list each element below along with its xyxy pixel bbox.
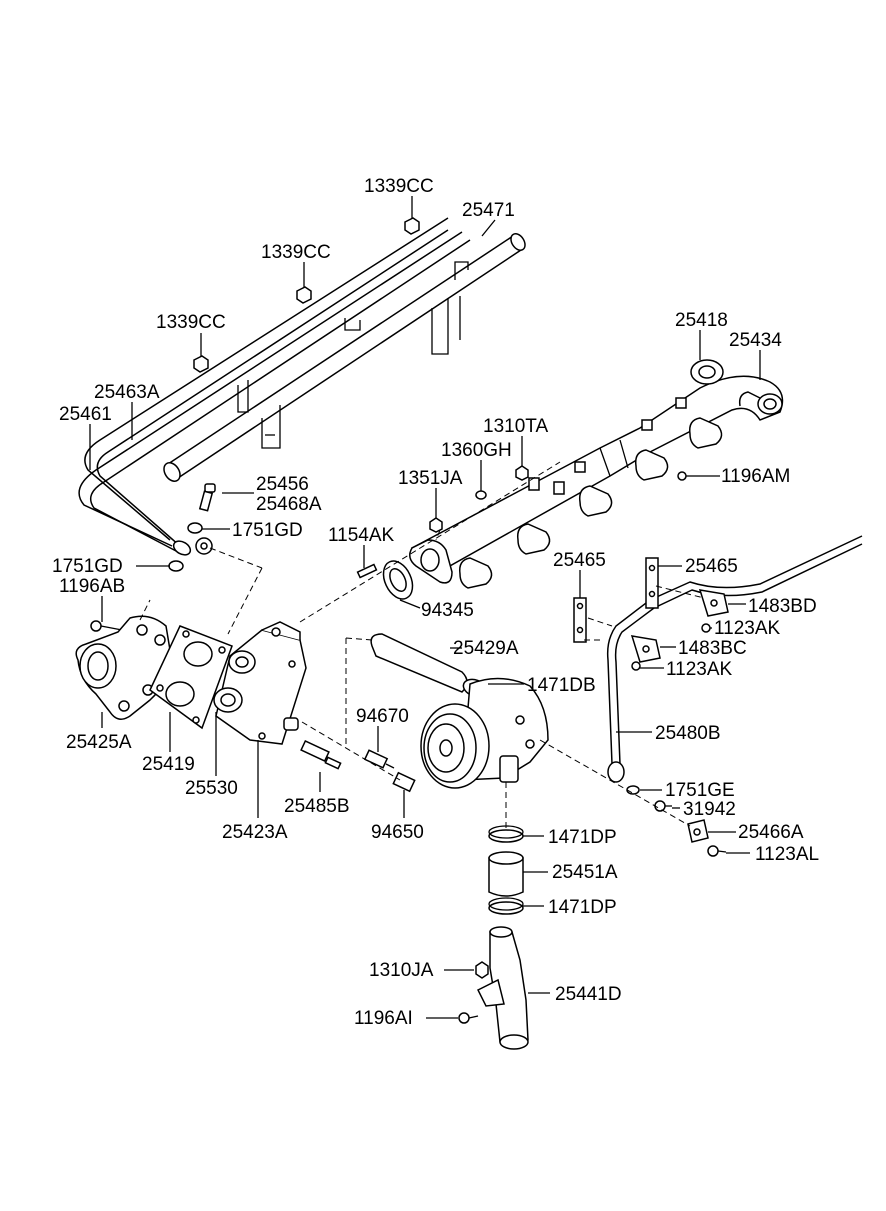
label-1310ta: 1310TA [483, 416, 548, 437]
part-labels: 1339CC 25471 1339CC 1339CC 25418 25434 2… [52, 176, 819, 1029]
bolt-1123al [707, 845, 727, 857]
bolt-1196am [677, 471, 700, 481]
label-94670: 94670 [356, 706, 409, 727]
nut-1351ja [429, 517, 443, 533]
label-25468a: 25468A [256, 494, 322, 515]
pin-1154ak [356, 563, 378, 579]
label-1471dp-b: 1471DP [548, 897, 617, 918]
label-31942: 31942 [683, 799, 736, 820]
label-1123ak-b: 1123AK [666, 659, 733, 680]
housing-25425a [75, 615, 171, 720]
label-25485b: 25485B [284, 796, 350, 817]
pipe-fitting-left [172, 537, 213, 556]
water-pump [420, 677, 549, 789]
bracket-25465-a [573, 597, 587, 643]
nut-1339cc-a [404, 217, 420, 235]
sensor-94650 [392, 771, 416, 793]
label-1483bc: 1483BC [678, 638, 747, 659]
washer-1360gh [475, 490, 487, 500]
label-1751gd-b: 1751GD [52, 556, 123, 577]
washer-1751ge [626, 785, 640, 795]
label-25465-b: 25465 [685, 556, 738, 577]
washer-1751gd-a [187, 522, 203, 534]
label-25429a: 25429A [453, 638, 519, 659]
pipe-25480b [606, 535, 863, 783]
label-1123al: 1123AL [755, 844, 819, 865]
label-25425a: 25425A [66, 732, 132, 753]
gasket-94345 [382, 560, 414, 600]
label-1154ak: 1154AK [328, 525, 395, 546]
label-25530: 25530 [185, 778, 238, 799]
label-25441d: 25441D [555, 984, 622, 1005]
label-25419: 25419 [142, 754, 195, 775]
sensor-94670 [363, 749, 395, 769]
label-1751gd-a: 1751GD [232, 520, 303, 541]
pipe-25441d [476, 926, 529, 1050]
bolt-1123ak-a [701, 623, 711, 633]
bolt-1123ak-b [631, 661, 641, 671]
nut-1339cc-b [296, 286, 312, 304]
label-1471dp-a: 1471DP [548, 827, 617, 848]
nut-1310ta [515, 465, 529, 481]
label-94650: 94650 [371, 822, 424, 843]
label-1196am: 1196AM [721, 466, 790, 487]
nut-1310ja [475, 961, 489, 979]
label-1471db: 1471DB [527, 675, 596, 696]
label-25423a: 25423A [222, 822, 288, 843]
bracket-25465-b [645, 557, 659, 609]
label-25434: 25434 [729, 330, 782, 351]
label-94345: 94345 [421, 600, 474, 621]
hose-25451a [488, 851, 524, 897]
label-1196ab: 1196AB [59, 576, 125, 597]
label-1123ak-a: 1123AK [714, 618, 781, 639]
label-1196ai: 1196AI [354, 1008, 413, 1029]
bolt-31942 [654, 800, 672, 812]
washer-1751gd-b [168, 560, 184, 572]
label-25463a: 25463A [94, 382, 160, 403]
leader-lines [89, 196, 761, 1019]
clamp-1471dp-b [488, 897, 524, 915]
clamp-1471dp-a [488, 825, 524, 843]
label-1310ja: 1310JA [369, 960, 434, 981]
pipe-25471 [163, 233, 526, 482]
label-1339cc-c: 1339CC [156, 312, 226, 333]
assembly-lines [139, 461, 705, 830]
label-25465-a: 25465 [553, 550, 606, 571]
label-25418: 25418 [675, 310, 728, 331]
label-1483bd: 1483BD [748, 596, 817, 617]
clip-1483bd [698, 589, 729, 617]
label-1339cc-a: 1339CC [364, 176, 434, 197]
label-25456: 25456 [256, 474, 309, 495]
bolt-1196ai [458, 1012, 479, 1024]
gasket-25419 [149, 625, 233, 730]
thermostat-body-25423a [213, 621, 307, 745]
label-25471: 25471 [462, 200, 515, 221]
label-25451a: 25451A [552, 862, 618, 883]
sensor-25485b [300, 739, 342, 770]
label-25466a: 25466A [738, 822, 804, 843]
label-25480b: 25480B [655, 723, 721, 744]
pipe-25463a [84, 217, 449, 547]
label-1351ja: 1351JA [398, 468, 463, 489]
bracket-25466a [687, 819, 709, 843]
label-1360gh: 1360GH [441, 440, 512, 461]
clip-1483bc [630, 635, 661, 663]
label-25461: 25461 [59, 404, 112, 425]
label-1751ge: 1751GE [665, 780, 735, 801]
label-1339cc-b: 1339CC [261, 242, 331, 263]
bolt-25456 [198, 483, 216, 512]
bolt-1196ab [90, 620, 123, 632]
manifold-25434 [409, 359, 784, 589]
hose-25429a [370, 633, 468, 693]
pipe-25461 [78, 231, 471, 553]
nut-1339cc-c [193, 355, 209, 373]
